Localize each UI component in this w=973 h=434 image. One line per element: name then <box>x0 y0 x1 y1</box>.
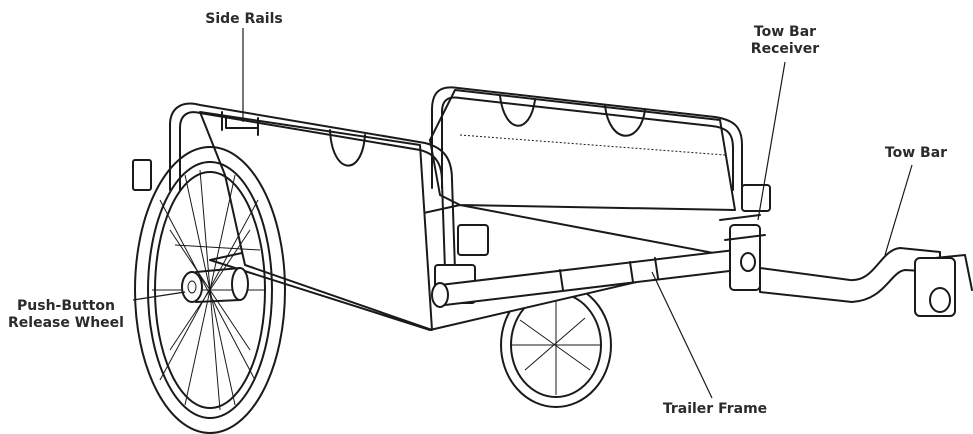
label-tow-bar-receiver-line2: Receiver <box>750 41 820 57</box>
label-tow-bar-receiver-line1: Tow Bar <box>753 24 817 40</box>
label-push-button-line1: Push-Button <box>17 298 115 314</box>
label-trailer-frame: Trailer Frame <box>662 401 768 417</box>
leader-tow-bar-receiver <box>757 61 786 221</box>
leader-tow-bar <box>884 164 913 256</box>
label-tow-bar: Tow Bar <box>884 145 948 161</box>
label-push-button-line2: Release Wheel <box>8 315 124 331</box>
leader-lines <box>132 28 913 399</box>
label-push-button-release-wheel: Push-Button Release Wheel <box>0 298 132 332</box>
tow-bar-receiver <box>719 214 766 291</box>
label-side-rails: Side Rails <box>205 11 283 27</box>
tow-bar <box>759 247 973 317</box>
leader-trailer-frame <box>651 271 713 399</box>
leader-push-button <box>132 291 186 301</box>
label-tow-bar-receiver: Tow Bar Receiver <box>740 24 830 58</box>
front-wheel <box>134 146 286 434</box>
